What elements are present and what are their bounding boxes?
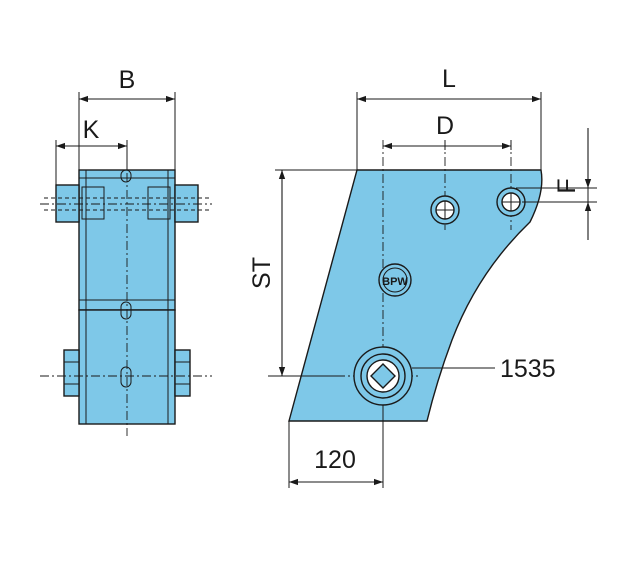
side-view-left-flange — [55, 184, 80, 223]
dimension-b-label: B — [119, 66, 136, 94]
dimension-st-label: ST — [248, 257, 276, 289]
front-view: BPW — [268, 92, 597, 488]
dimension-120-label: 120 — [314, 446, 356, 474]
bpw-logo-text: BPW — [382, 276, 408, 288]
side-view-right-flange — [174, 184, 199, 223]
left-mounting-hole — [430, 195, 460, 225]
dimension-k-label: K — [83, 116, 100, 144]
dimension-l-label: L — [442, 65, 456, 93]
side-view-right-nut — [174, 349, 191, 397]
dimension-f-label: F — [553, 178, 581, 193]
dimension-d-label: D — [436, 112, 454, 140]
side-view-middle-slot — [120, 301, 132, 320]
side-view-left-bushing — [81, 186, 105, 220]
side-view-right-bushing — [147, 186, 171, 220]
pivot-bushing — [353, 346, 413, 406]
side-view-lower-slot — [120, 366, 132, 388]
side-view-left-nut — [63, 349, 80, 397]
bracket-plate — [288, 169, 543, 422]
side-view — [40, 92, 212, 436]
part-number-label: 1535 — [500, 355, 556, 383]
side-view-top-slot — [120, 169, 132, 183]
bpw-logo: BPW — [378, 263, 412, 297]
right-mounting-hole — [496, 187, 526, 217]
